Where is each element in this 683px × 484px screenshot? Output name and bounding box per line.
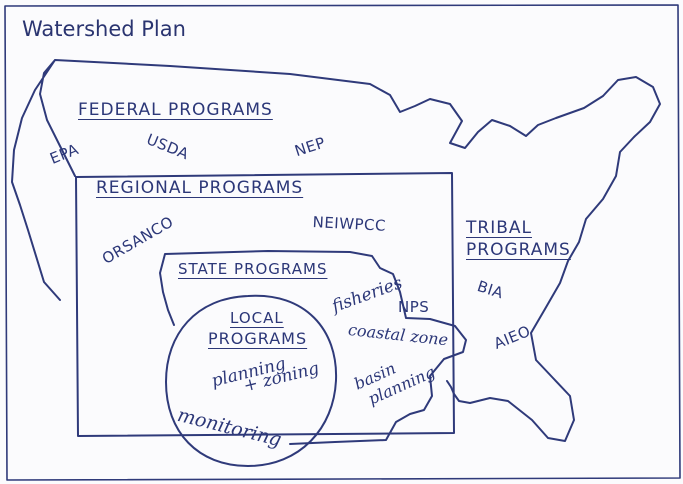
local-heading-line1: LOCAL — [230, 309, 284, 327]
page-title: Watershed Plan — [22, 17, 186, 41]
regional-programs-heading: REGIONAL PROGRAMS — [96, 178, 304, 198]
us-map-outline — [11, 59, 661, 442]
federal-programs-heading: FEDERAL PROGRAMS — [78, 100, 273, 120]
outer-frame — [4, 4, 681, 481]
agency-neiwpcc: NEIWPCC — [312, 213, 387, 235]
state-outline — [159, 250, 467, 445]
local-heading-line2: PROGRAMS — [208, 329, 308, 348]
state-programs-heading: STATE PROGRAMS — [178, 260, 328, 278]
state-item-nps: NPS — [398, 298, 430, 316]
tribal-heading-line2: PROGRAMS — [466, 240, 571, 260]
local-circle — [165, 294, 338, 467]
tribal-heading-line1: TRIBAL — [466, 218, 532, 238]
regional-box — [75, 172, 455, 437]
